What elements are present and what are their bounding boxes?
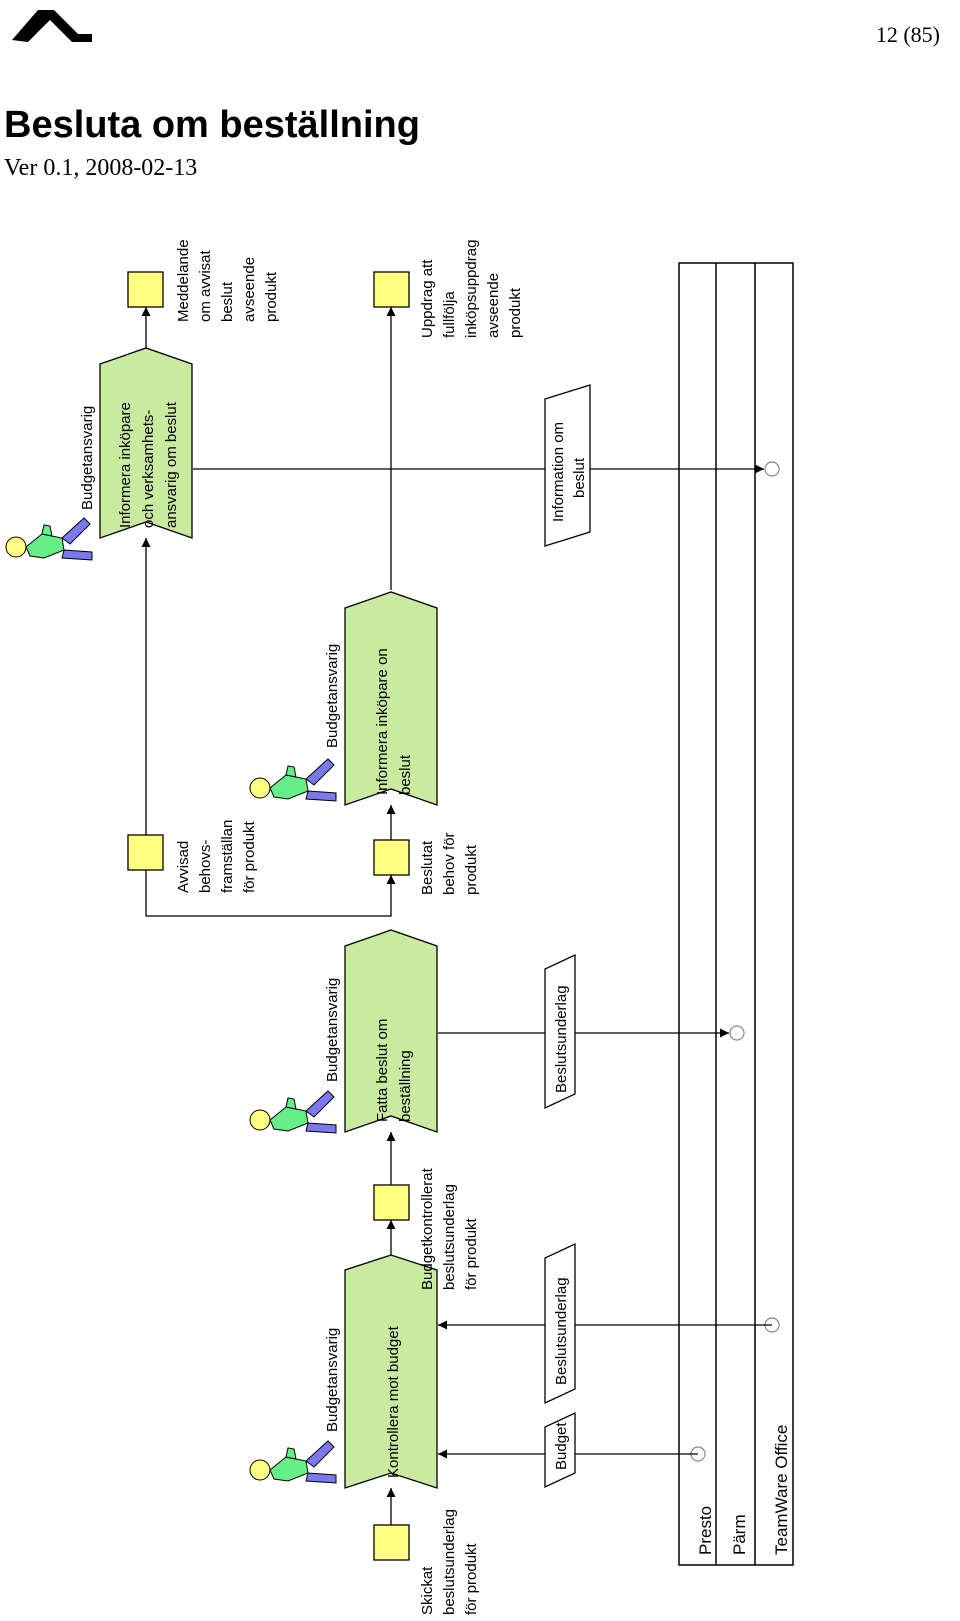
role-label: Budgetansvarig [79,406,96,510]
page-title: Besluta om beställning [4,104,420,146]
event-box-beslutat [373,839,410,876]
event-label-line: Skickat [419,1566,436,1615]
function-label-line: beställning [397,1050,414,1122]
role-label: Budgetansvarig [324,644,341,748]
event-box-avvisad [127,834,164,871]
document-label: Beslutsunderlag [553,985,570,1093]
event-label-line: beslut [219,281,236,322]
document-beslutsunderlag-2 [544,953,576,1110]
event-label-line: framställan [219,820,236,893]
system-lanes [678,262,794,1566]
function-label-line: Fatta beslut om [374,1019,391,1122]
event-box-skickat [373,1524,410,1561]
event-box-uppdrag [373,271,410,308]
function-box-informera-verksamhet [99,347,193,539]
function-box-fatta-beslut [344,929,438,1133]
function-label-line: beslut [397,754,414,795]
function-label-line: och verksamhets- [140,410,157,528]
event-label-line: Avvisad [175,841,192,893]
event-label-line: produkt [263,271,280,322]
document-information-om-beslut [544,384,591,547]
function-label-line: ansvarig om beslut [163,401,180,528]
function-label-line: Kontrollera mot budget [385,1325,402,1478]
document-label: Beslutsunderlag [553,1277,570,1385]
event-label-line: beslutsunderlag [441,1509,458,1615]
document-beslutsunderlag-1 [544,1242,576,1405]
function-label-line: Informera inköpare [117,402,134,528]
event-label-line: inköpsuppdrag [463,240,480,338]
flow-lines [141,307,772,1525]
event-label-line: avseende [485,273,502,338]
event-label-line: Budgetkontrollerat [419,1167,436,1290]
event-label-line: produkt [507,287,524,338]
system-label-teamware: TeamWare Office [772,1425,791,1555]
event-label-line: för produkt [463,1217,480,1290]
event-label-line: behov för [441,832,458,895]
event-label-line: behovs- [197,840,214,893]
event-label-line: fullfölja [441,291,458,338]
event-label-line: om avvisat [197,249,214,322]
event-label-line: för produkt [241,820,258,893]
document-label-line: beslut [571,457,588,498]
page-number: 12 (85) [875,22,940,47]
system-connector [729,1025,745,1041]
role-label: Budgetansvarig [324,1328,341,1432]
event-label-line: beslutsunderlag [441,1184,458,1290]
event-label-line: Uppdrag att [419,259,436,338]
event-label-line: Beslutat [419,840,436,895]
page-version: Ver 0.1, 2008-02-13 [4,155,198,181]
document-label-line: Information om [550,422,567,522]
person-icon [249,758,337,802]
person-icon [249,1090,337,1134]
system-label-presto: Presto [696,1506,715,1555]
event-label-line: Meddelande [175,239,192,322]
person-icon [5,517,93,561]
system-connector [764,461,780,477]
event-label-line: för produkt [463,1542,480,1615]
person-icon [249,1440,337,1484]
function-box-informera-inkopare [344,591,438,806]
event-box-meddelande [127,271,164,308]
event-label-line: avseende [241,257,258,322]
event-label-line: produkt [463,844,480,895]
event-box-budgetkontrollerat [373,1184,410,1221]
function-box-kontrollera [344,1254,438,1489]
document-budget [544,1411,576,1489]
role-label: Budgetansvarig [324,978,341,1082]
document-label: Budget [553,1422,570,1470]
function-label-line: Informera inköpare on [374,648,391,795]
company-logo [12,10,92,42]
system-label-parm: Pärm [730,1514,749,1555]
